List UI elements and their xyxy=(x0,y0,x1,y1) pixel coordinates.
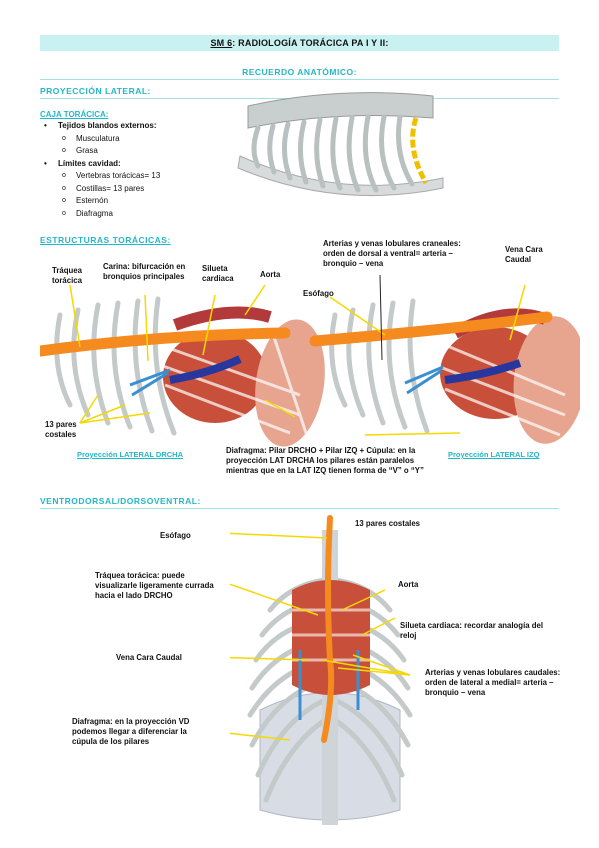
vd-label-diafragma: Diafragma: en la proyección VD podemos l… xyxy=(72,717,190,746)
vd-label-arterias-caudales: Arterias y venas lobulares caudales: ord… xyxy=(425,668,561,697)
vd-label-esofago: Esófago xyxy=(160,531,191,540)
label-diafragma: Diafragma: Pilar DRCHO + Pilar IZQ + Cúp… xyxy=(226,446,424,475)
divider xyxy=(40,508,559,509)
title-prefix: SM 6 xyxy=(210,38,233,48)
lateral-thorax-illustrations xyxy=(40,274,580,447)
lateral-right-illustration xyxy=(40,296,325,447)
label-carina: Carina: bifurcación en bronquios princip… xyxy=(103,262,186,281)
vd-label-aorta: Aorta xyxy=(398,580,419,589)
list-item: Costillas= 13 pares xyxy=(40,183,240,196)
caja-heading: CAJA TORÁCICA: xyxy=(40,110,109,119)
label-vena-cava: Vena Cara Caudal xyxy=(505,245,543,264)
list-item: Límites cavidad: xyxy=(40,158,240,171)
label-silueta: Silueta cardiaca xyxy=(202,264,234,283)
vd-label-vena-cava: Vena Cara Caudal xyxy=(116,653,182,662)
list-item: Diafragma xyxy=(40,208,240,221)
label-traquea: Tráquea torácica xyxy=(52,266,82,285)
estructuras-heading: ESTRUCTURAS TORÁCICAS: xyxy=(40,235,171,245)
label-aorta: Aorta xyxy=(260,270,281,279)
vd-heading: VENTRODORSAL/DORSOVENTRAL: xyxy=(40,496,201,506)
document-title: SM 6: RADIOLOGÍA TORÁCICA PA I Y II: xyxy=(40,35,559,51)
list-item: Grasa xyxy=(40,145,240,158)
lateral-heading: PROYECCIÓN LATERAL: xyxy=(40,86,151,96)
caption-lateral-izq: Proyección LATERAL IZQ xyxy=(448,450,540,459)
label-esofago: Esófago xyxy=(303,289,334,298)
rib-cage-illustration xyxy=(237,92,444,197)
list-item: Tejidos blandos externos: xyxy=(40,120,240,133)
caja-list: Tejidos blandos externos: Musculatura Gr… xyxy=(40,120,240,220)
label-costales: 13 pares costales xyxy=(45,420,77,439)
vd-label-traquea: Tráquea torácica: puede visualizarle lig… xyxy=(95,571,214,600)
caption-lateral-drcha: Proyección LATERAL DRCHA xyxy=(77,450,183,459)
list-item: Musculatura xyxy=(40,133,240,146)
vd-label-silueta: Silueta cardiaca: recordar analogía del … xyxy=(400,621,544,640)
list-item: Esternón xyxy=(40,195,240,208)
vd-thorax-illustration xyxy=(230,515,413,825)
recuerdo-heading: RECUERDO ANATÓMICO: xyxy=(242,67,357,77)
divider xyxy=(40,79,559,80)
list-item: Vertebras torácicas= 13 xyxy=(40,170,240,183)
lateral-left-illustration xyxy=(309,298,580,444)
title-rest: : RADIOLOGÍA TORÁCICA PA I Y II: xyxy=(232,38,389,48)
label-arterias-craneales: Arterias y venas lobulares craneales: or… xyxy=(323,239,461,268)
vd-label-costales: 13 pares costales xyxy=(355,519,421,528)
